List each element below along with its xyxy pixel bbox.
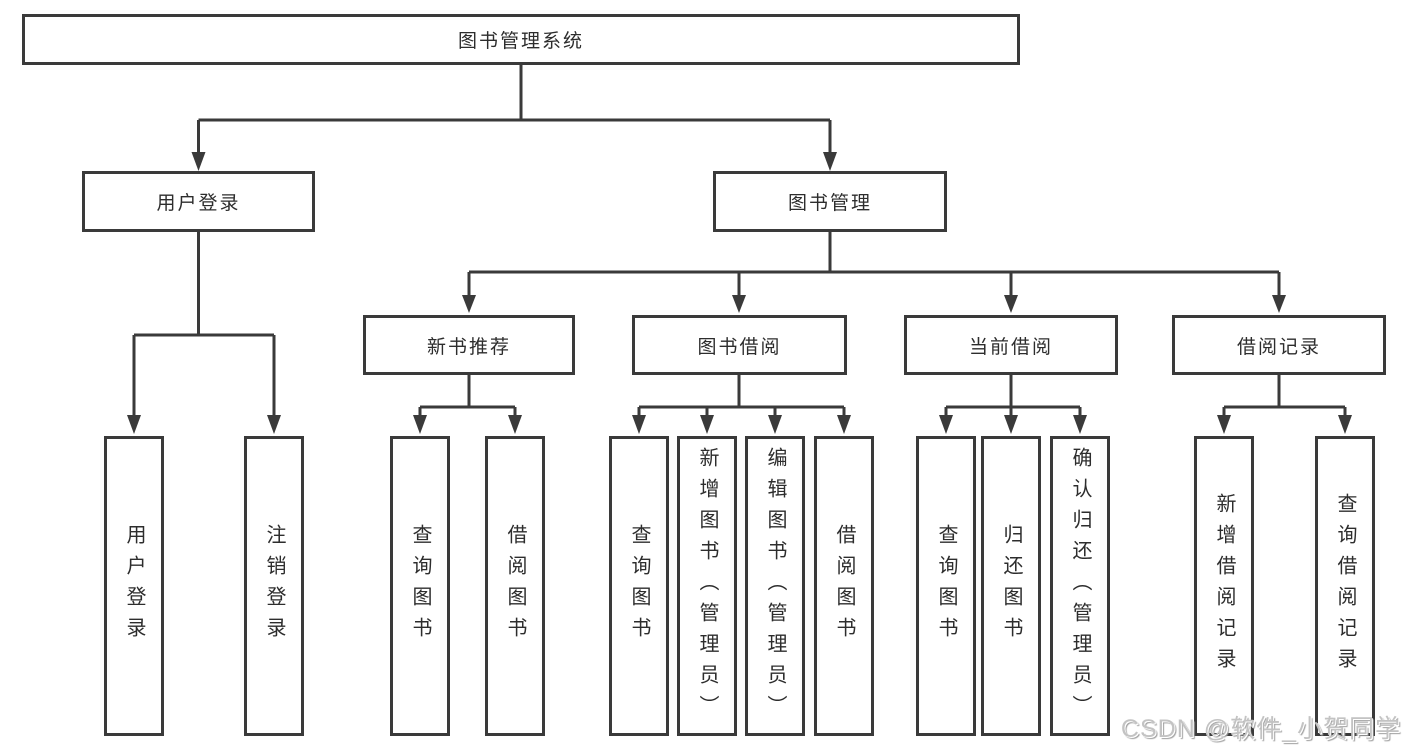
- leaf-borrow-books-borrow: 借阅图书: [814, 436, 874, 736]
- node-book-management-label: 图书管理: [787, 193, 872, 214]
- leaf-edit-book-admin-label: 编辑图书（管理员）: [764, 446, 786, 726]
- leaf-confirm-return-admin: 确认归还（管理员）: [1050, 436, 1110, 736]
- leaf-logout: 注销登录: [244, 436, 304, 736]
- node-borrow-records-label: 借阅记录: [1236, 336, 1321, 358]
- leaf-add-borrow-record: 新增借阅记录: [1194, 436, 1254, 736]
- leaf-user-login: 用户登录: [104, 436, 164, 736]
- leaf-query-books-borrow: 查询图书: [609, 436, 669, 736]
- node-new-book-recommend-label: 新书推荐: [426, 336, 511, 358]
- leaf-borrow-books-recommend: 借阅图书: [485, 436, 545, 736]
- leaf-logout-label: 注销登录: [263, 524, 285, 648]
- node-library-management-system: 图书管理系统: [22, 14, 1020, 65]
- leaf-add-borrow-record-label: 新增借阅记录: [1213, 493, 1235, 679]
- leaf-query-books-recommend-label: 查询图书: [409, 524, 431, 648]
- node-root-label: 图书管理系统: [457, 31, 584, 52]
- node-book-borrow: 图书借阅: [632, 315, 847, 375]
- node-borrow-records: 借阅记录: [1172, 315, 1386, 375]
- leaf-query-borrow-record-label: 查询借阅记录: [1334, 493, 1356, 679]
- leaf-query-books-recommend: 查询图书: [390, 436, 450, 736]
- leaf-query-borrow-record: 查询借阅记录: [1315, 436, 1375, 736]
- leaf-add-book-admin: 新增图书（管理员）: [677, 436, 737, 736]
- node-book-management: 图书管理: [713, 171, 947, 232]
- leaf-edit-book-admin: 编辑图书（管理员）: [745, 436, 805, 736]
- leaf-return-book: 归还图书: [981, 436, 1041, 736]
- csdn-watermark: CSDN @软件_小贺同学: [1120, 715, 1401, 743]
- node-user-login-label: 用户登录: [156, 193, 241, 214]
- leaf-confirm-return-admin-label: 确认归还（管理员）: [1069, 446, 1091, 726]
- leaf-borrow-books-borrow-label: 借阅图书: [833, 524, 855, 648]
- leaf-query-books-borrow-label: 查询图书: [628, 524, 650, 648]
- leaf-add-book-admin-label: 新增图书（管理员）: [696, 446, 718, 726]
- node-book-borrow-label: 图书借阅: [697, 336, 782, 358]
- leaf-query-books-current-label: 查询图书: [935, 524, 957, 648]
- node-current-borrow: 当前借阅: [904, 315, 1118, 375]
- leaf-user-login-label: 用户登录: [123, 524, 145, 648]
- node-current-borrow-label: 当前借阅: [968, 336, 1053, 358]
- node-user-login: 用户登录: [82, 171, 315, 232]
- leaf-borrow-books-recommend-label: 借阅图书: [504, 524, 526, 648]
- leaf-return-book-label: 归还图书: [1000, 524, 1022, 648]
- node-new-book-recommend: 新书推荐: [363, 315, 575, 375]
- leaf-query-books-current: 查询图书: [916, 436, 976, 736]
